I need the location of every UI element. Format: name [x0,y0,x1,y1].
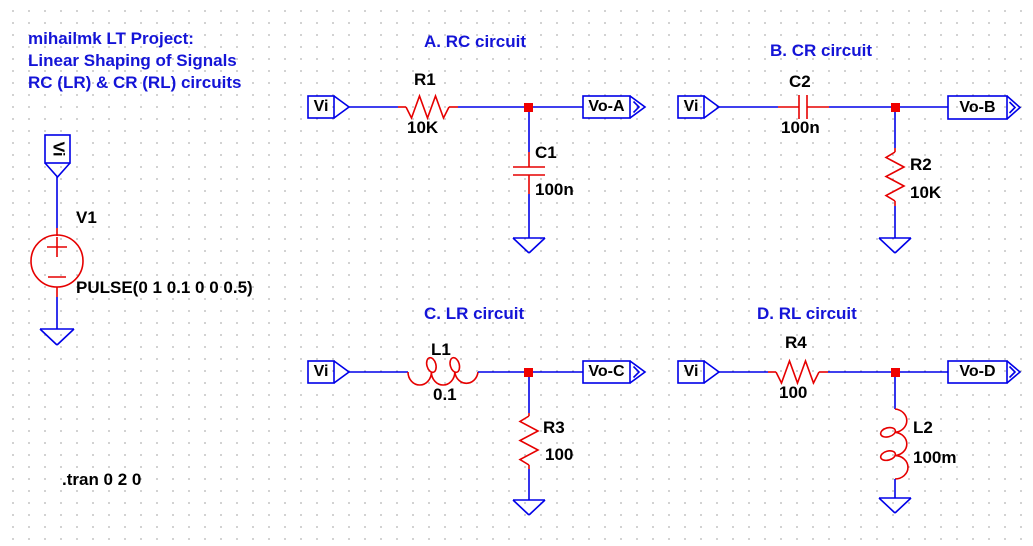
flag-label-vo-c[interactable]: Vo-C [588,363,625,380]
ground-symbol[interactable] [512,237,546,254]
flag-label-vi-a[interactable]: Vi [313,98,329,115]
ground-symbol[interactable] [878,497,912,514]
r4-value[interactable]: 100 [779,383,808,402]
spice-directive[interactable]: .tran 0 2 0 [62,470,142,489]
source-value[interactable]: PULSE(0 1 0.1 0 0 0.5) [76,278,253,297]
ground-symbol[interactable] [878,237,912,254]
net-flag-vo-d[interactable] [947,360,1022,384]
project-title-line-3: RC (LR) & CR (RL) circuits [28,73,242,92]
r3-designator[interactable]: R3 [543,418,565,437]
project-title-line-1: mihailmk LT Project: [28,29,194,48]
r4-designator[interactable]: R4 [785,333,807,352]
project-title-comment[interactable]: mihailmk LT Project: Linear Shaping of S… [28,28,241,94]
wire-junction [524,368,533,377]
net-flag-vo-b[interactable] [947,95,1022,120]
r1-designator[interactable]: R1 [414,70,436,89]
net-flag-vi-source-label[interactable]: Vi [49,141,67,157]
resistor-r1-symbol[interactable] [398,93,458,121]
wire-junction [524,103,533,112]
c2-value[interactable]: 100n [781,118,820,137]
l2-value[interactable]: 100m [913,448,957,467]
flag-label-vo-a[interactable]: Vo-A [588,98,625,115]
resistor-r4-symbol[interactable] [768,358,828,386]
l1-designator[interactable]: L1 [431,340,451,359]
flag-label-vo-d[interactable]: Vo-D [959,363,996,380]
l1-value[interactable]: 0.1 [433,385,457,404]
flag-label-vi-d[interactable]: Vi [683,363,699,380]
ground-symbol[interactable] [39,328,75,346]
project-title-line-2: Linear Shaping of Signals [28,51,237,70]
r3-value[interactable]: 100 [545,445,574,464]
flag-label-vi-c[interactable]: Vi [313,363,329,380]
c1-value[interactable]: 100n [535,180,574,199]
circuit-c-title[interactable]: C. LR circuit [424,304,525,323]
inductor-l1-symbol[interactable] [407,356,479,386]
capacitor-c1-symbol[interactable] [513,152,545,194]
flag-label-vi-b[interactable]: Vi [683,98,699,115]
circuit-b-title[interactable]: B. CR circuit [770,41,873,60]
c2-designator[interactable]: C2 [789,72,811,91]
ground-symbol[interactable] [512,499,546,516]
voltage-source-v1-symbol[interactable] [30,228,84,297]
net-flag-vo-a[interactable] [582,95,647,119]
capacitor-c2-symbol[interactable] [778,95,829,119]
r2-value[interactable]: 10K [910,183,942,202]
circuit-a-title[interactable]: A. RC circuit [424,32,527,51]
resistor-r2-symbol[interactable] [884,148,906,206]
r1-value[interactable]: 10K [407,118,439,137]
net-flag-vo-c[interactable] [582,360,647,384]
wire-junction [891,368,900,377]
c1-designator[interactable]: C1 [535,143,557,162]
flag-label-vo-b[interactable]: Vo-B [959,99,996,116]
resistor-r3-symbol[interactable] [518,413,540,469]
r2-designator[interactable]: R2 [910,155,932,174]
wire-junction [891,103,900,112]
inductor-l2-symbol[interactable] [879,408,909,480]
circuit-d-title[interactable]: D. RL circuit [757,304,857,323]
source-designator[interactable]: V1 [76,208,97,227]
l2-designator[interactable]: L2 [913,418,933,437]
